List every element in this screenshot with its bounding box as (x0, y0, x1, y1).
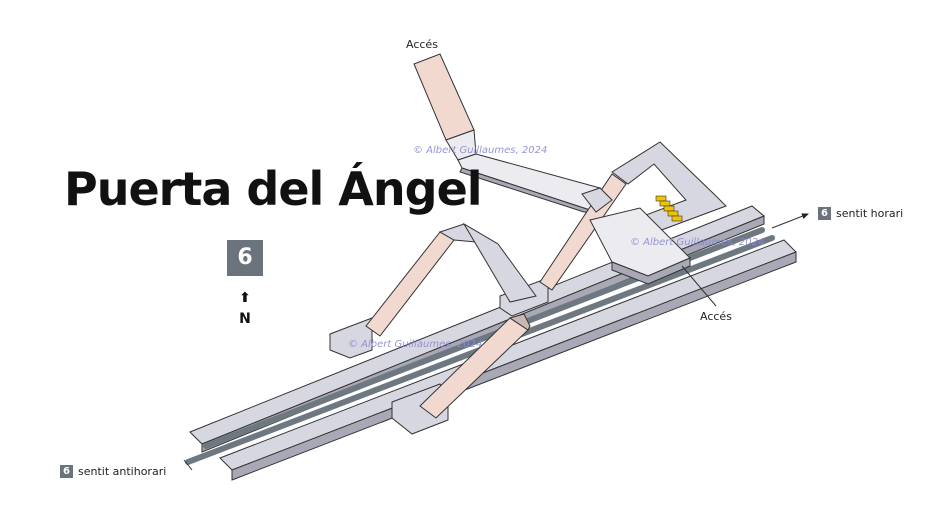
credit-upper: © Albert Guillaumes, 2024 (413, 145, 548, 156)
hall-loop (589, 141, 727, 285)
access-label-right: Accés (700, 310, 732, 323)
corridor-access-top (413, 53, 601, 213)
access-label-top: Accés (406, 38, 438, 51)
access-right-leader (681, 265, 717, 307)
line-badge-small: 6 (60, 465, 73, 478)
corridor-west (365, 222, 537, 337)
north-indicator: ⬆ N (232, 291, 258, 327)
direction-counterclockwise: 6 sentit antihorari (60, 465, 166, 478)
escalator-icon (655, 195, 683, 222)
corridor-east (539, 173, 627, 291)
platform-south (219, 239, 797, 481)
arrow-icon (771, 213, 809, 229)
arrow-icon (183, 459, 193, 471)
credit-middle: © Albert Guillaumes, 2024 (630, 237, 765, 248)
direction-clockwise: 6 sentit horari (818, 207, 903, 220)
corridor-crossing (419, 313, 531, 419)
line-badge: 6 (227, 240, 263, 276)
line-badge-small: 6 (818, 207, 831, 220)
north-label: N (239, 311, 251, 327)
station-title: Puerta del Ángel (64, 162, 483, 216)
north-arrow-icon: ⬆ (239, 290, 251, 306)
credit-lower: © Albert Guillaumes, 2024 (348, 339, 483, 350)
direction-label: sentit horari (836, 207, 904, 220)
direction-label: sentit antihorari (78, 465, 167, 478)
